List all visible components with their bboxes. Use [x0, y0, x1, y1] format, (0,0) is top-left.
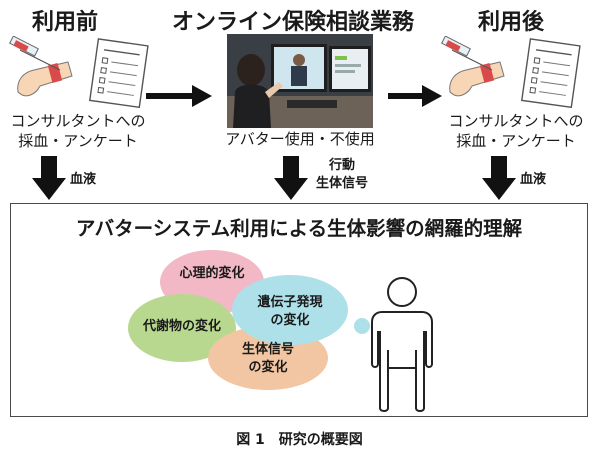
avatar-consultation-photo	[227, 34, 373, 128]
questionnaire-icon	[520, 38, 581, 108]
body-outline	[371, 311, 433, 412]
integrated-understanding-box	[10, 203, 588, 417]
effects-bubbles	[128, 250, 348, 390]
human-figure	[354, 277, 433, 412]
heading-before: 利用前	[32, 10, 99, 35]
arrow-down-right	[482, 156, 516, 200]
arrow-label-center-line2: 生体信号	[315, 176, 368, 191]
arrow-right-1	[146, 85, 212, 107]
figure-caption: 図 1 研究の概要図	[236, 432, 363, 448]
box-title: アバターシステム利用による生体影響の網羅的理解	[75, 217, 523, 240]
arm-icon	[17, 61, 73, 97]
questionnaire-icon	[88, 38, 149, 108]
bubble-label-gene-line1: 遺伝子発現	[257, 295, 323, 310]
blood-draw-illustration-before	[9, 36, 149, 108]
heading-after: 利用後	[478, 10, 545, 35]
arrow-label-right-blood: 血液	[520, 172, 547, 187]
caption-after-line2: 採血・アンケート	[456, 132, 576, 150]
bubble-label-bio-line1: 生体信号	[241, 342, 294, 357]
syringe-icon	[9, 36, 61, 71]
heading-online-consultation: オンライン保険相談業務	[172, 10, 415, 35]
monitor-right	[329, 46, 371, 92]
bubble-label-gene-line2: の変化	[270, 313, 310, 328]
gene-bubble	[232, 275, 348, 345]
arrow-down-left	[32, 156, 66, 200]
arm-icon	[449, 61, 505, 97]
blood-draw-illustration-after	[441, 36, 581, 108]
arrow-right-2	[388, 85, 442, 107]
syringe-icon	[441, 36, 493, 71]
head	[387, 277, 417, 307]
person-silhouette	[233, 54, 283, 128]
arrow-down-center	[274, 156, 308, 200]
caption-before-line2: 採血・アンケート	[18, 132, 138, 150]
bubble-label-bio-line2: の変化	[248, 360, 288, 375]
caption-center: アバター使用・不使用	[225, 130, 375, 148]
arrow-label-center-line1: 行動	[328, 158, 355, 173]
caption-after-line1: コンサルタントへの	[448, 112, 584, 130]
caption-before-line1: コンサルタントへの	[10, 112, 146, 130]
bubble-label-psych: 心理的変化	[179, 266, 245, 281]
arrow-label-left-blood: 血液	[70, 172, 97, 187]
thought-dot-large	[354, 318, 370, 334]
metab-bubble	[128, 294, 236, 362]
bubble-label-metab: 代謝物の変化	[142, 319, 221, 334]
